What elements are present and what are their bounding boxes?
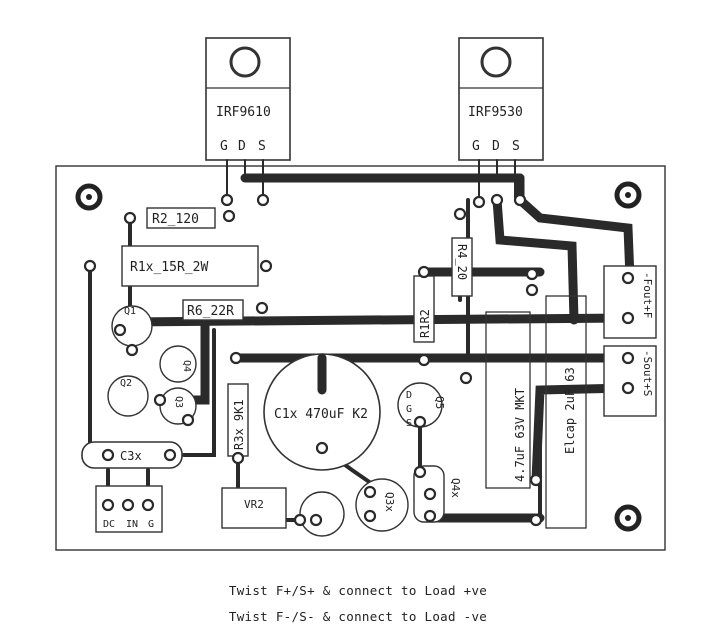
transistor-q3x: Q3x: [355, 478, 409, 532]
solder-pads: [83, 193, 635, 527]
capacitor-c3x: C3x: [81, 441, 183, 469]
transistor-q2: Q2: [107, 375, 149, 417]
svg-text:Q1: Q1: [124, 306, 136, 317]
trimmer-vr2: VR2: [221, 487, 287, 529]
svg-text:G: G: [406, 404, 412, 415]
copper-traces: [115, 173, 635, 523]
mosfet-left-pin-d: D: [238, 139, 246, 154]
svg-text:VR2: VR2: [244, 498, 264, 511]
svg-text:C3x: C3x: [120, 449, 142, 463]
mosfet-left-pin-g: G: [220, 139, 228, 154]
mosfet-left-name: IRF9610: [216, 105, 271, 120]
mosfet-left-package: IRF9610 G D S: [205, 37, 291, 161]
capacitor-elcap: Elcap 2uF 63: [545, 295, 587, 529]
svg-text:Q2: Q2: [120, 378, 132, 389]
svg-text:Q4: Q4: [181, 360, 192, 372]
svg-text:IN: IN: [126, 519, 138, 530]
svg-text:R6_22R: R6_22R: [187, 304, 234, 319]
svg-text:R1x_15R_2W: R1x_15R_2W: [130, 260, 208, 275]
resistor-r4: R4_20: [451, 237, 473, 297]
transistor-q1-bottom: [299, 491, 345, 537]
resistor-r3x: R3x 9K1: [227, 383, 249, 457]
svg-text:S: S: [406, 418, 412, 429]
svg-text:Q3: Q3: [173, 396, 184, 408]
svg-text:C1x 470uF K2: C1x 470uF K2: [274, 407, 368, 422]
svg-text:D: D: [406, 390, 412, 401]
transistor-q5: D G S Q5: [397, 382, 446, 429]
connector-force: -Fout+F: [603, 265, 657, 339]
svg-text:DC: DC: [103, 519, 115, 530]
capacitor-mkt: 4.7uF 63V MKT: [485, 311, 531, 489]
resistor-r1r2: R1R2: [413, 275, 435, 343]
capacitor-c1x: C1x 470uF K2: [263, 353, 381, 471]
transistor-q4: Q4: [159, 345, 197, 383]
svg-text:R3x 9K1: R3x 9K1: [232, 399, 246, 450]
svg-text:R1R2: R1R2: [418, 309, 432, 338]
resistor-r6: R6_22R: [182, 299, 244, 321]
svg-text:Q4x: Q4x: [449, 478, 462, 498]
mosfet-right-pin-s: S: [512, 139, 520, 154]
mosfet-right-pin-d: D: [492, 139, 500, 154]
note-negative: Twist F-/S- & connect to Load -ve: [228, 609, 488, 624]
svg-text:-Fout+F: -Fout+F: [641, 272, 654, 318]
mosfet-right-pin-g: G: [472, 139, 480, 154]
svg-text:4.7uF 63V MKT: 4.7uF 63V MKT: [513, 388, 527, 482]
svg-text:Q5: Q5: [433, 396, 446, 409]
mosfet-right-package: IRF9530 G D S: [458, 37, 544, 161]
svg-text:G: G: [148, 519, 154, 530]
board-outline: [55, 165, 666, 551]
svg-text:-Sout+S: -Sout+S: [641, 350, 654, 396]
resistor-r1x: R1x_15R_2W: [121, 245, 259, 287]
mosfet-left-pin-s: S: [258, 139, 266, 154]
resistor-r2: R2_120: [146, 207, 216, 229]
note-positive: Twist F+/S+ & connect to Load +ve: [228, 583, 488, 598]
svg-text:R2_120: R2_120: [152, 212, 199, 227]
svg-text:R4_20: R4_20: [455, 244, 469, 280]
svg-text:Q3x: Q3x: [383, 492, 396, 512]
svg-text:Elcap 2uF 63: Elcap 2uF 63: [563, 367, 577, 454]
mosfet-right-name: IRF9530: [468, 105, 523, 120]
mounting-holes: [75, 181, 642, 532]
